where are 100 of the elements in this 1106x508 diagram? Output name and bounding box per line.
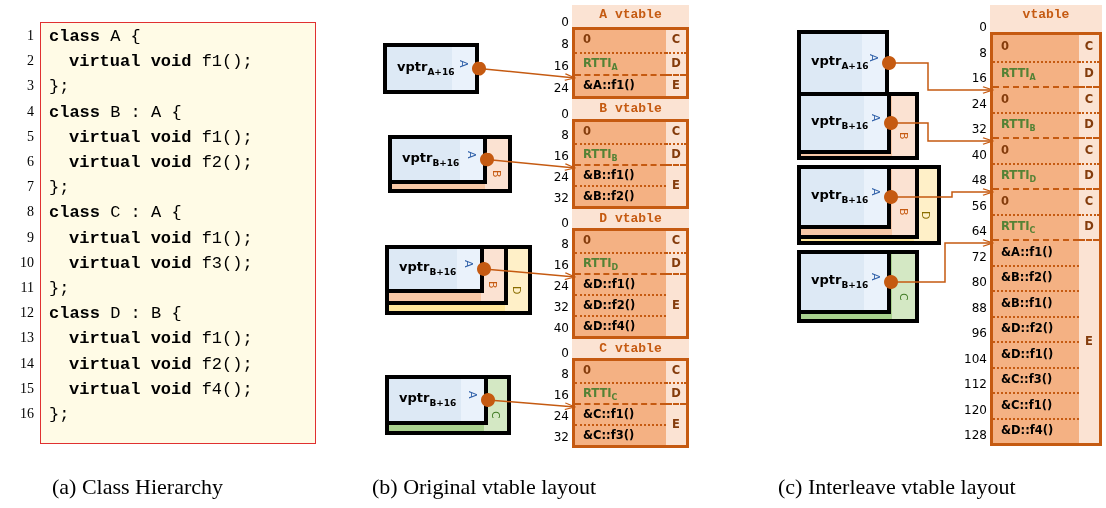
offset-number: 0 (978, 20, 987, 34)
vtable-entry (666, 231, 686, 252)
line-number: 16 (19, 406, 34, 422)
offset-number: 32 (552, 191, 569, 205)
entry-text: C (1083, 91, 1095, 106)
entry-text: D (1083, 66, 1095, 81)
subobject-tag: B (897, 132, 909, 140)
entry-text: E (671, 417, 681, 431)
offset-number: 40 (970, 147, 987, 162)
offset-number: 56 (970, 198, 987, 213)
caption: (a) Class Hierarchy (52, 474, 224, 500)
vtable-entry (1079, 213, 1099, 239)
entry-text: 0 (583, 362, 591, 377)
object-box (797, 250, 919, 323)
pointer-label: vptr$_{B+16}$ (811, 113, 869, 131)
offset-number: 40 (552, 321, 569, 335)
vtable-entry (575, 143, 666, 164)
subobject-tag: A (457, 59, 469, 68)
entry-text: C (1083, 38, 1095, 53)
code-line: }; (49, 279, 70, 298)
code-line: }; (49, 405, 70, 424)
entry-text: RTTI$_{A}$ (583, 56, 618, 73)
entry-text: E (671, 178, 681, 192)
code-listing-box (40, 22, 316, 444)
vtable-block (572, 99, 689, 209)
entry-text: &C::f1() (1001, 397, 1053, 412)
vtable-entry (666, 122, 686, 143)
vtable-title: C vtable (598, 341, 663, 356)
entry-text: &C::f3() (1001, 372, 1053, 387)
pointer-label: vptr$_{A+16}$ (397, 58, 455, 77)
line-number: 9 (26, 229, 34, 246)
vtable-block (572, 5, 689, 99)
code-line: class D : B { (49, 304, 182, 324)
vtable-entry (666, 273, 686, 336)
pointer-arrow (472, 61, 576, 82)
code-line: virtual void f1(); (69, 52, 253, 72)
entry-text: &D::f4() (1001, 423, 1054, 438)
pointer-label: vptr$_{B+16}$ (811, 187, 869, 205)
offset-number: 72 (970, 249, 987, 264)
offset-number: 24 (552, 279, 569, 293)
pointer-label: vptr$_{B+16}$ (399, 259, 457, 277)
entry-text: C (1083, 142, 1095, 157)
entry-text: &D::f1() (583, 276, 636, 291)
entry-text: &C::f3() (583, 427, 635, 442)
entry-text: E (671, 297, 681, 312)
offset-number: 8 (560, 367, 569, 381)
line-number: 13 (19, 330, 34, 347)
subobject-tag: A (466, 391, 478, 399)
code-line: virtual void f4(); (69, 379, 253, 399)
subobject-tag: A (867, 54, 879, 62)
offset-number: 96 (970, 326, 987, 340)
vtable-entry (666, 164, 686, 206)
line-number: 14 (19, 355, 34, 372)
entry-text: &D::f2() (583, 297, 636, 312)
subobject-tag: A (869, 188, 881, 196)
code-line: class A { (49, 27, 141, 46)
vtable-entry (1079, 60, 1099, 86)
caption: (b) Original vtable layout (372, 474, 597, 500)
subobject-tag: A (462, 260, 474, 268)
line-number: 6 (26, 154, 34, 170)
entry-text: C (670, 362, 682, 377)
offset-number: 64 (970, 224, 987, 238)
vtable-entry (666, 74, 686, 96)
offset-number: 112 (963, 377, 987, 391)
code-line: class C : A { (49, 203, 182, 223)
entry-text: &B::f2() (1001, 270, 1053, 285)
offset-number: 88 (970, 300, 987, 315)
entry-text: &B::f1() (1001, 295, 1053, 310)
code-line: virtual void f1(); (69, 329, 253, 349)
vtable-entry (1079, 188, 1099, 214)
entry-text: 0 (583, 32, 591, 46)
subobject-tag: A (465, 150, 477, 159)
entry-text: 0 (1001, 91, 1009, 106)
offset-number: 48 (970, 173, 987, 187)
vtable-entry (666, 403, 686, 445)
offset-number: 104 (963, 351, 987, 366)
entry-text: C (670, 232, 682, 247)
offset-number: 16 (552, 59, 569, 73)
entry-text: RTTI$_{C}$ (583, 385, 618, 402)
entry-text: &A::f1() (1001, 244, 1053, 259)
vtable-entry (666, 361, 686, 382)
entry-text: RTTI$_{A}$ (1001, 66, 1036, 83)
pointer-label: vptr$_{B+16}$ (402, 149, 460, 168)
line-number: 12 (19, 305, 34, 322)
vtable-entry (1079, 111, 1099, 137)
offset-number: 80 (970, 275, 987, 289)
vtable-entry (1079, 86, 1099, 112)
offset-number: 128 (963, 428, 987, 442)
pointer-arrow (884, 188, 994, 204)
subobject-tag: D (510, 286, 522, 295)
offset-number: 32 (552, 430, 569, 444)
pointer-label: vptr$_{B+16}$ (811, 272, 869, 290)
line-number: 10 (19, 254, 34, 271)
entry-text: &A::f1() (583, 78, 635, 92)
line-number: 2 (26, 53, 34, 70)
entry-text: D (670, 146, 682, 161)
subobject-tag: B (490, 170, 502, 178)
offset-number: 16 (970, 71, 987, 85)
entry-text: D (670, 255, 682, 270)
entry-text: &B::f2() (583, 188, 635, 203)
